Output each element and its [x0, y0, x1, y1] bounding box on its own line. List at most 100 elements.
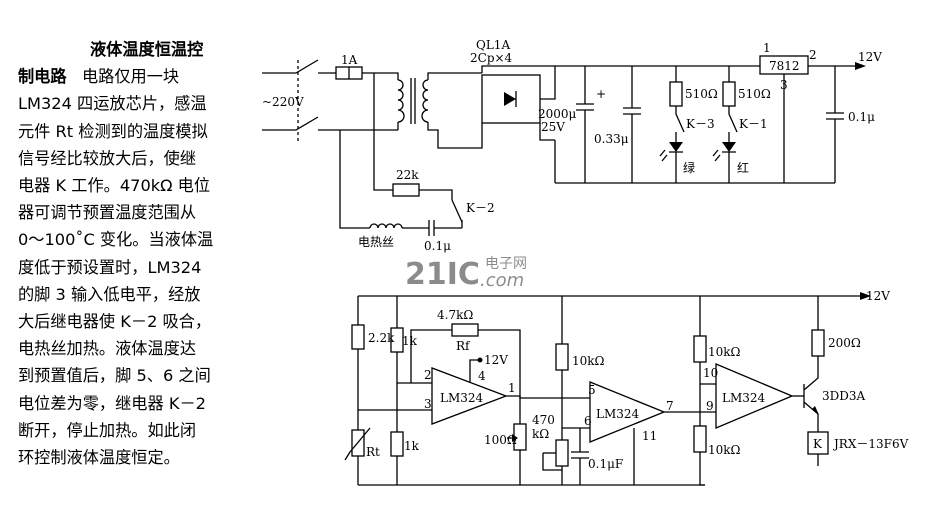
led-green [669, 142, 683, 152]
heater-cap-label: 0.1μ [424, 239, 451, 253]
cap1-plus: + [596, 87, 606, 101]
contact-k2-label: K－2 [466, 201, 495, 215]
reg-pin2: 2 [809, 48, 817, 62]
pot-470k [555, 439, 569, 467]
led-r2-label: 510Ω [738, 87, 771, 101]
article-line: 器可调节预置温度范围从 [18, 203, 197, 223]
output-arrow [855, 62, 866, 70]
control-supply-arrow [860, 292, 871, 300]
article-line: 大后继电器使 K－2 吸合， [18, 312, 212, 332]
cap1-voltage: 25V [541, 120, 565, 134]
cap-c-label: 0.1μF [588, 457, 623, 471]
r200-label: 200Ω [828, 336, 861, 350]
transistor-3dd3a [803, 372, 819, 428]
article-line: LM324 四运放芯片，感温 [18, 94, 207, 114]
article-line: 电位差为零，继电器 K－2 [18, 393, 206, 413]
r100-label: 100Ω [484, 433, 517, 447]
transformer [397, 78, 429, 124]
bridge-diodes: 2Cp×4 [470, 51, 513, 65]
transistor-label: 3DD3A [822, 389, 866, 403]
resistor-22k [392, 183, 420, 197]
ac-input-label: ~220V [262, 95, 304, 109]
r22k-label: 22k [396, 168, 419, 182]
r3-label: 1k [404, 439, 420, 453]
led-resistor-2 [722, 81, 736, 107]
article-line: 电器 K 工作。470kΩ 电位 [18, 176, 211, 196]
fuse-label: 1A [341, 53, 358, 67]
article-line: 信号经比较放大后，使继 [18, 148, 197, 168]
led-green-label: 绿 [683, 160, 695, 175]
op1-pin3: 3 [424, 397, 432, 411]
contact-k1-label: K－1 [739, 117, 768, 131]
article-line: 断开，停止加热。如此闭 [18, 420, 197, 440]
article-line: 电热丝加热。液体温度达 [18, 339, 197, 359]
op3-pin9: 9 [706, 399, 714, 413]
r10k-c-label: 10kΩ [708, 443, 741, 457]
pot-470-unit: kΩ [532, 427, 549, 441]
r1-label: 2.2k [368, 331, 395, 345]
cap3-label: 0.1μ [848, 110, 875, 124]
opamp-1 [431, 367, 508, 425]
op2-pin7: 7 [666, 399, 674, 413]
article-line-1: 制电路 电路仅用一块 [18, 63, 264, 90]
power-supply-section: ~220V 1A 22k K－2 电热丝 0.1μ [262, 38, 882, 253]
control-section: 12V 2.2k Rt 1k 1k 4.7kΩ Rf LM324 2 [344, 289, 909, 486]
rf-label: Rf [456, 339, 471, 353]
resistor-10k-b [693, 335, 707, 363]
article-line: 0～100˚C 变化。当液体温 [18, 230, 214, 250]
article-title: 液体温度恒温控 [90, 40, 204, 59]
relay-model-label: JRX－13F6V [832, 437, 909, 451]
opamp-1-label: LM324 [440, 391, 484, 405]
resistor-rf [451, 323, 479, 337]
watermark: 21IC 电子网 .com [405, 256, 527, 292]
watermark-cn: 电子网 [485, 256, 527, 272]
resistor-10k-c [693, 425, 707, 453]
article-line-1-text: 电路仅用一块 [82, 67, 180, 87]
led-resistor-1 [669, 81, 683, 107]
heater-label: 电热丝 [358, 235, 394, 249]
resistor-200 [811, 329, 825, 357]
article-line: 环控制液体温度恒定。 [18, 448, 180, 468]
op1-supply-label: 12V [484, 353, 508, 367]
contact-k2 [451, 199, 463, 223]
resistor-10k-a [555, 343, 569, 371]
opamp-2-label: LM324 [596, 407, 640, 421]
resistor-2-2k [351, 324, 365, 350]
article-line: 度低于预设置时，LM324 [18, 257, 202, 277]
reg-pin1: 1 [763, 41, 771, 55]
led-r1-label: 510Ω [685, 87, 718, 101]
r10k-b-label: 10kΩ [708, 345, 741, 359]
article-title-cont: 制电路 [18, 67, 67, 87]
op1-pin1: 1 [508, 381, 516, 395]
cap1-value: 2000μ [538, 107, 577, 121]
article-line: 到预置值后，脚 5、6 之间 [18, 366, 211, 386]
heater-element [369, 223, 403, 229]
watermark-main: 21IC [405, 257, 480, 292]
led-red-label: 红 [737, 160, 749, 175]
opamp-3 [715, 363, 794, 429]
bridge-name: QL1A [476, 38, 510, 52]
op1-pin2: 2 [424, 368, 432, 382]
pot-470-label: 470 [532, 413, 555, 427]
control-supply-label: 12V [866, 289, 890, 303]
rf-value-label: 4.7kΩ [437, 308, 473, 322]
rt-label: Rt [366, 445, 380, 459]
contact-k3-label: K－3 [686, 117, 715, 131]
resistor-1k-bottom [390, 431, 404, 457]
output-12v-label: 12V [858, 50, 882, 64]
led-red [722, 142, 736, 152]
op2-pin6: 6 [584, 414, 592, 428]
watermark-dotcom: .com [480, 270, 524, 291]
article-line: 的脚 3 输入低电平，经放 [18, 284, 201, 304]
op2-pin5: 5 [588, 383, 596, 397]
r2-label: 1k [402, 334, 418, 348]
relay-label: K [813, 437, 823, 451]
opamp-3-label: LM324 [722, 391, 766, 405]
opamp-2 [589, 381, 666, 443]
op2-pin11: 11 [642, 429, 657, 443]
cap2-label: 0.33μ [594, 132, 629, 146]
r10k-a-label: 10kΩ [572, 354, 605, 368]
op1-pin4: 4 [478, 369, 486, 383]
op3-pin10: 10 [703, 366, 718, 380]
